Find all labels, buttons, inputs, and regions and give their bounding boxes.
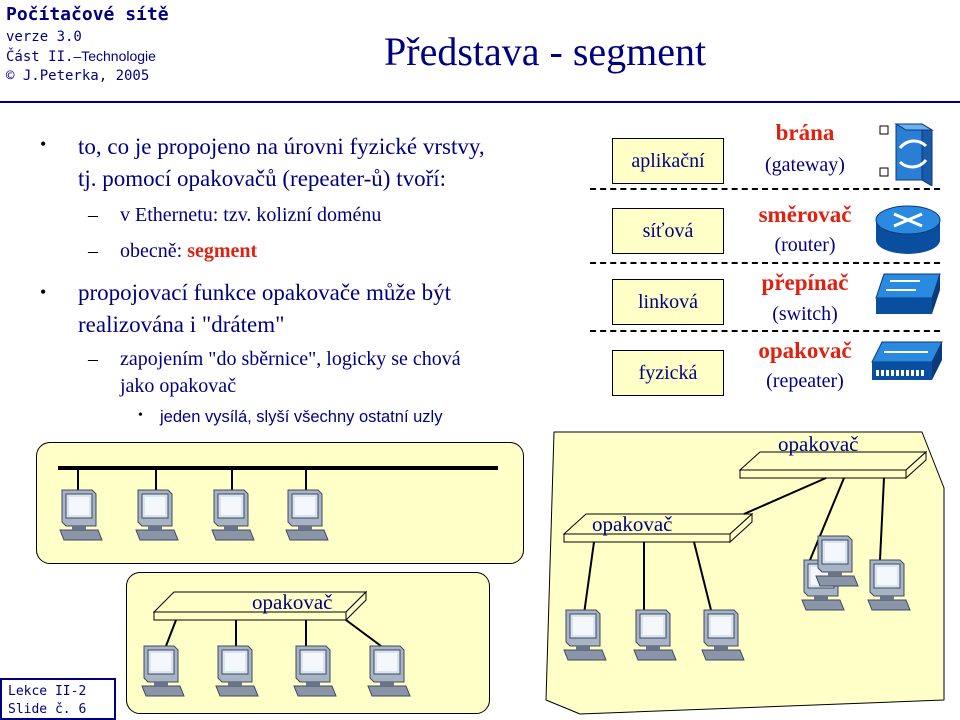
bullet-1-line-1: to, co je propojeno na úrovni fyzické vr…	[78, 134, 485, 159]
course-part-suffix: Technologie	[81, 48, 156, 64]
segment-term: segment	[187, 240, 258, 262]
course-part-suffix-wrap: –Technologie	[73, 48, 156, 64]
bus-diagram	[58, 466, 498, 494]
gateway-icon	[879, 123, 934, 186]
computer-icon	[367, 645, 411, 697]
sub-bullet-dash: –	[88, 204, 98, 226]
bullet-1-sub-1: v Ethernetu: tzv. kolizní doménu	[120, 204, 382, 226]
device-sub-gateway: (gateway)	[765, 154, 845, 176]
computer-icon	[563, 609, 607, 661]
device-name-router: směrovač	[758, 202, 852, 227]
bullet-1-line-2: tj. pomocí opakovačů (repeater-ů) tvoří:	[78, 166, 447, 191]
bullet-1-sub-2: obecně: segment	[120, 240, 257, 263]
course-part: Část II.–Technologie	[6, 49, 169, 64]
computer-icon	[141, 645, 185, 697]
layer-link: linková	[612, 279, 724, 325]
computer-icon	[815, 535, 859, 587]
computer-icon	[211, 489, 255, 541]
bullet-2-sub-1-line-2: jako opakovač	[120, 375, 237, 397]
bullet-2-line-2: realizována i "drátem"	[78, 312, 285, 337]
sub-bullet-dash: –	[88, 348, 98, 370]
slide-footer: Lekce II-2 Slide č. 6	[0, 678, 116, 720]
computer-icon	[867, 559, 911, 611]
computer-icon	[59, 489, 103, 541]
computer-icon	[215, 645, 259, 697]
bullet-2-sub-sub: jeden vysílá, slyší všechny ostatní uzly	[160, 408, 443, 426]
slide-number: Slide č. 6	[8, 702, 87, 717]
device-name-repeater: opakovač	[758, 338, 852, 363]
repeater-star-diagram	[152, 590, 382, 647]
repeater-icon	[871, 341, 943, 380]
router-icon	[875, 205, 941, 254]
bullet-dot: •	[40, 134, 47, 154]
layer-physical: fyzická	[612, 350, 724, 396]
bullet-2-line-1: propojovací funkce opakovače může být	[78, 280, 451, 305]
repeater-label-left: opakovač	[252, 590, 333, 614]
slide-header: Počítačové sítě verze 3.0 Část II.–Techn…	[0, 0, 960, 103]
computer-icon	[285, 489, 329, 541]
computer-icon	[701, 609, 745, 661]
bus-topology-frame	[36, 442, 524, 564]
device-sub-repeater: (repeater)	[766, 370, 844, 392]
course-author: © J.Peterka, 2005	[6, 68, 150, 84]
bullet-dot: •	[40, 282, 47, 302]
course-part-prefix: Část II.	[6, 49, 74, 65]
bullet-2-sub-1-line-1: zapojením "do sběrnice", logicky se chov…	[120, 348, 461, 370]
computer-icon	[135, 489, 179, 541]
slide-title: Představa - segment	[384, 29, 707, 74]
device-sub-switch: (switch)	[772, 303, 838, 325]
device-name-gateway: brána	[775, 120, 835, 145]
layer-separator	[590, 330, 940, 332]
device-name-switch: přepínač	[761, 270, 849, 295]
lesson-label: Lekce II-2	[8, 684, 87, 699]
layer-network: síťová	[612, 208, 724, 254]
repeater-label-right-mid: opakovač	[592, 512, 673, 536]
bullet-1-sub-2-prefix: obecně:	[120, 240, 183, 262]
course-info: Počítačové sítě verze 3.0 Část II.–Techn…	[6, 4, 169, 84]
course-title: Počítačové sítě	[6, 4, 169, 25]
header-divider	[0, 101, 960, 103]
computer-icon	[633, 609, 677, 661]
computer-icon	[293, 645, 337, 697]
device-sub-router: (router)	[774, 234, 836, 256]
sub-bullet-dash: –	[88, 240, 98, 262]
switch-icon	[875, 273, 941, 314]
layer-separator	[590, 262, 940, 264]
layer-application: aplikační	[612, 138, 724, 184]
layer-separator	[590, 188, 940, 190]
bullet-dot: •	[138, 408, 143, 423]
repeater-label-right-top: opakovač	[778, 432, 859, 456]
course-version: verze 3.0	[6, 29, 82, 45]
